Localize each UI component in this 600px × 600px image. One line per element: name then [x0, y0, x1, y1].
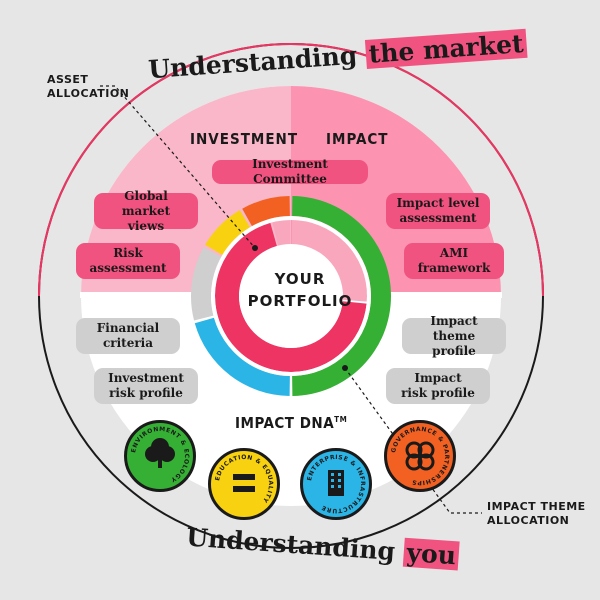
- ami-framework-pill: AMI framework: [404, 243, 504, 279]
- asset-segment-light-2: [272, 220, 291, 246]
- asset-segment-light: [291, 220, 367, 302]
- impact-dna-label: IMPACT DNA: [235, 414, 335, 432]
- asset-allocation-label: ASSET ALLOCATION: [47, 73, 130, 100]
- ring-segment-governance: [242, 196, 290, 227]
- asset-allocation-dot: [252, 245, 258, 251]
- tree-icon: [145, 438, 175, 468]
- title-bottom-highlight: you: [402, 537, 460, 571]
- asset-allocation-ring: [211, 216, 371, 376]
- impact-theme-dot: [342, 365, 348, 371]
- impact-theme-ring: [191, 196, 392, 396]
- impact-theme-profile-pill: Impact theme profile: [402, 314, 506, 358]
- impact-dna-heading: IMPACT DNATM: [235, 414, 347, 432]
- asset-segment-main: [214, 222, 367, 372]
- investment-header: INVESTMENT: [190, 130, 299, 148]
- ring-separator: [211, 216, 371, 376]
- environment-ecology-badge: ENVIRONMENT & ECOLOGY: [124, 420, 196, 492]
- risk-assessment-pill: Risk assessment: [76, 243, 180, 279]
- investment-committee-pill: Investment Committee: [212, 157, 368, 186]
- outer-arc-market: [38, 43, 544, 297]
- asset-allocation-leader: [100, 85, 256, 249]
- center-disc: [239, 244, 343, 348]
- impact-dna-trademark: TM: [334, 415, 348, 424]
- impact-header: IMPACT: [326, 130, 389, 148]
- ring-segment-other: [191, 247, 222, 321]
- your-portfolio-label: YOUR PORTFOLIO: [247, 270, 353, 310]
- global-market-views-pill: Global market views: [94, 189, 198, 233]
- impact-theme-allocation-label: IMPACT THEME ALLOCATION: [487, 500, 586, 527]
- financial-criteria-pill: Financial criteria: [76, 318, 180, 354]
- impact-level-assessment-pill: Impact level assessment: [386, 193, 490, 229]
- impact-theme-leader: [344, 367, 482, 514]
- enterprise-infrastructure-badge: ENTERPRISE & INFRASTRUCTURE: [300, 448, 372, 520]
- knot-icon: [405, 441, 435, 471]
- building-icon: [328, 470, 344, 496]
- ring-segment-environment: [292, 196, 392, 396]
- ring-segment-enterprise: [194, 317, 290, 396]
- governance-partnerships-badge: GOVERNANCE & PARTNERSHIPS: [384, 420, 456, 492]
- education-equality-badge: EDUCATION & EQUALITY: [208, 448, 280, 520]
- impact-risk-profile-pill: Impact risk profile: [386, 368, 490, 404]
- investment-risk-profile-pill: Investment risk profile: [94, 368, 198, 404]
- equals-icon: [233, 474, 255, 492]
- ring-segment-education: [205, 210, 251, 256]
